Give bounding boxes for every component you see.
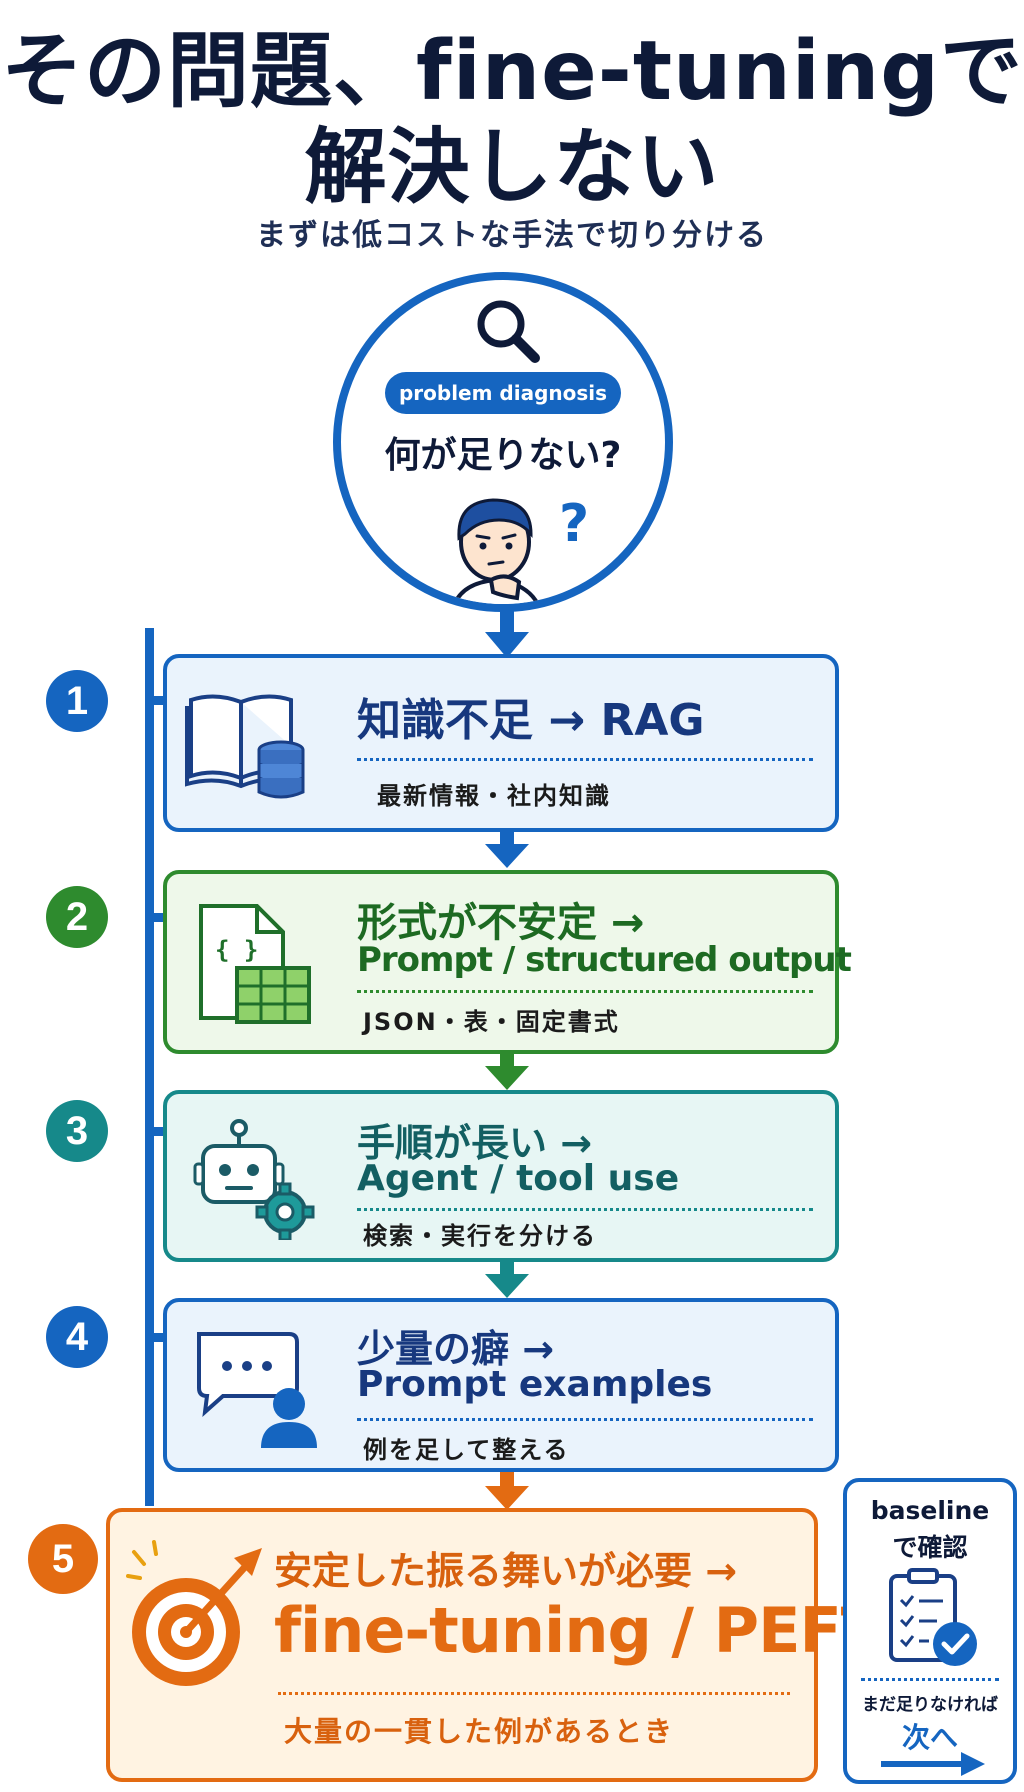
- step-3-divider: [357, 1208, 813, 1211]
- step-3-title: 手順が長い →: [357, 1121, 593, 1165]
- step-3-detail: 検索・実行を分ける: [363, 1222, 597, 1250]
- step-4-card: 少量の癖 → Prompt examples 例を足して整える: [163, 1298, 839, 1472]
- chat-user-icon: [197, 1332, 317, 1448]
- baseline-label: baseline: [870, 1496, 990, 1525]
- step-3-title-line2: Agent / tool use: [357, 1158, 680, 1199]
- step-2-card: { } 形式が不安定 → Prompt / structured output …: [163, 870, 852, 1054]
- baseline-confirm-label: で確認: [892, 1533, 968, 1562]
- clipboard-check-icon: [889, 1568, 977, 1666]
- step-1-detail: 最新情報・社内知識: [377, 782, 611, 810]
- step-5-number: 5: [28, 1524, 98, 1594]
- problem-diagnosis-pill: problem diagnosis: [385, 372, 621, 414]
- baseline-box: baseline で確認 まだ足りなければ 次へ: [843, 1478, 1017, 1784]
- step-2-title: 形式が不安定 →: [357, 900, 645, 946]
- branch-3: [145, 1127, 175, 1136]
- subtitle: まずは低コストな手法で切り分ける: [256, 218, 768, 253]
- branch-1: [145, 696, 175, 705]
- question-mark: ?: [559, 494, 590, 554]
- branch-4: [145, 1333, 175, 1342]
- step-3-card: 手順が長い → Agent / tool use 検索・実行を分ける: [163, 1090, 839, 1262]
- diagnosis-question: 何が足りない?: [384, 435, 622, 476]
- step-4-title-line2: Prompt examples: [357, 1364, 713, 1405]
- diagnosis-circle: problem diagnosis 何が足りない? ?: [333, 272, 673, 612]
- step-2-detail: JSON・表・固定書式: [363, 1008, 620, 1036]
- step-1-number: 1: [46, 670, 108, 732]
- arrow-right-icon: [881, 1752, 985, 1776]
- title-line-2: 解決しない: [304, 120, 720, 215]
- arrow-down-3: [485, 1258, 529, 1298]
- step-2-divider: [357, 990, 813, 993]
- thinking-person-icon: [452, 498, 540, 604]
- step-5-card: 安定した振る舞いが必要 → fine-tuning / PEFT 大量の一貫した…: [106, 1508, 883, 1782]
- robot-gear-icon: [193, 1119, 315, 1240]
- step-4-title: 少量の癖 →: [357, 1327, 555, 1371]
- arrow-down-4: [485, 1470, 529, 1510]
- json-table-file-icon: { }: [199, 904, 311, 1024]
- step-2-title-line2: Prompt / structured output: [357, 940, 852, 980]
- arrow-down-2: [485, 1050, 529, 1090]
- baseline-divider: [861, 1678, 999, 1681]
- arrow-down-0: [485, 604, 529, 658]
- book-database-icon: [185, 694, 305, 799]
- step-3-number: 3: [46, 1100, 108, 1162]
- step-4-divider: [357, 1418, 813, 1421]
- step-5-title-line2: fine-tuning / PEFT: [274, 1594, 883, 1667]
- step-4-number: 4: [46, 1306, 108, 1368]
- branch-2: [145, 913, 175, 922]
- arrow-down-1: [485, 828, 529, 868]
- step-5-divider: [278, 1692, 790, 1695]
- step-5-detail: 大量の一貫した例があるとき: [284, 1715, 675, 1748]
- step-4-detail: 例を足して整える: [363, 1436, 570, 1464]
- timeline-spine: [145, 628, 154, 1506]
- svg-text:{ }: { }: [215, 936, 258, 964]
- step-1-title: 知識不足 → RAG: [357, 695, 705, 746]
- magnifier-icon: [477, 300, 540, 363]
- step-1-card: 知識不足 → RAG 最新情報・社内知識: [163, 654, 839, 832]
- target-dart-icon: [126, 1540, 262, 1686]
- step-1-divider: [357, 758, 813, 761]
- title-line-1: その問題、fine-tuningで: [1, 24, 1023, 119]
- baseline-if-not-enough: まだ足りなければ: [862, 1695, 998, 1715]
- baseline-next-label: 次へ: [901, 1721, 958, 1754]
- step-5-title: 安定した振る舞いが必要 →: [274, 1549, 738, 1593]
- step-2-number: 2: [46, 886, 108, 948]
